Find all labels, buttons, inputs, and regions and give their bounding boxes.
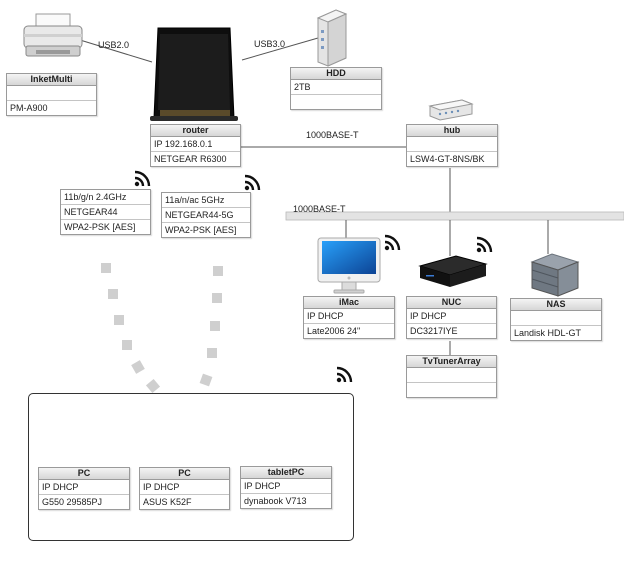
- pc2-card[interactable]: PC IP DHCP ASUS K52F: [139, 467, 230, 510]
- wifi-signal-icon-nuc: [476, 236, 493, 253]
- imac-card-model: Late2006 24": [307, 326, 361, 336]
- nuc-card-title: NUC: [407, 297, 496, 309]
- wifi-5ghz-ssid: NETGEAR44-5G: [162, 208, 250, 223]
- nuc-card-model: DC3217IYE: [410, 326, 458, 336]
- tvtuner-card-title: TvTunerArray: [407, 356, 496, 368]
- wifi-5ghz-card[interactable]: 11a/n/ac 5GHz NETGEAR44-5G WPA2-PSK [AES…: [161, 192, 251, 238]
- tvtuner-card-row-1: [407, 368, 496, 383]
- tvtuner-card-row-2: [407, 383, 496, 397]
- tvtuner-card[interactable]: TvTunerArray: [406, 355, 497, 398]
- pc2-card-ip: IP DHCP: [140, 480, 229, 495]
- router-hub-link-label: 1000BASE-T: [306, 130, 359, 140]
- hub-card-row-1: [407, 137, 497, 152]
- wifi-24ghz-standard: 11b/g/n 2.4GHz: [61, 190, 150, 205]
- wifi-5-dashed-link: [199, 266, 223, 387]
- bus-link-label: 1000BASE-T: [293, 204, 346, 214]
- hub-card-model: LSW4-GT-8NS/BK: [410, 154, 485, 164]
- router-icon: [150, 27, 238, 121]
- hdd-icon: [316, 9, 348, 67]
- pc1-card-model: G550 29585PJ: [42, 497, 103, 507]
- hub-card[interactable]: hub LSW4-GT-8NS/BK: [406, 124, 498, 167]
- printer-card-title: InketMulti: [7, 74, 96, 86]
- usb2-link-label: USB2.0: [98, 40, 130, 50]
- hdd-card-row-1: 2TB: [291, 80, 381, 95]
- router-card-model: NETGEAR R6300: [154, 154, 227, 164]
- wifi-5ghz-security: WPA2-PSK [AES]: [165, 225, 237, 235]
- pc1-card[interactable]: PC IP DHCP G550 29585PJ: [38, 467, 130, 510]
- tablet-card[interactable]: tabletPC IP DHCP dynabook V713: [240, 466, 332, 509]
- router-card-title: router: [151, 125, 240, 137]
- router-card[interactable]: router IP 192.168.0.1 NETGEAR R6300: [150, 124, 241, 167]
- nuc-icon: [418, 255, 488, 287]
- wifi-signal-icon-5ghz: [244, 174, 261, 191]
- printer-icon: [23, 13, 83, 57]
- printer-router-line: [79, 39, 153, 63]
- nuc-card-ip: IP DHCP: [407, 309, 496, 324]
- nas-card[interactable]: NAS Landisk HDL-GT: [510, 298, 602, 341]
- imac-card[interactable]: iMac IP DHCP Late2006 24": [303, 296, 395, 339]
- tablet-card-ip: IP DHCP: [241, 479, 331, 494]
- router-card-ip: IP 192.168.0.1: [151, 137, 240, 152]
- wifi-24ghz-ssid: NETGEAR44: [61, 205, 150, 220]
- printer-card-row-1: [7, 86, 96, 101]
- hdd-card[interactable]: HDD 2TB: [290, 67, 382, 110]
- nas-card-model: Landisk HDL-GT: [514, 328, 582, 338]
- tablet-card-title: tabletPC: [241, 467, 331, 479]
- wifi-signal-icon-imac: [384, 234, 401, 251]
- pc1-card-ip: IP DHCP: [39, 480, 129, 495]
- nuc-card[interactable]: NUC IP DHCP DC3217IYE: [406, 296, 497, 339]
- nas-card-row-1: [511, 311, 601, 326]
- printer-card[interactable]: InketMulti PM-A900: [6, 73, 97, 116]
- router-hdd-line: [241, 37, 319, 61]
- pc2-card-title: PC: [140, 468, 229, 480]
- hub-icon: [428, 99, 474, 121]
- imac-card-title: iMac: [304, 297, 394, 309]
- wifi-signal-icon-24ghz: [134, 170, 151, 187]
- wifi-24-dashed-link: [101, 263, 161, 394]
- imac-card-ip: IP DHCP: [304, 309, 394, 324]
- pc2-card-model: ASUS K52F: [143, 497, 192, 507]
- nas-card-title: NAS: [511, 299, 601, 311]
- usb3-link-label: USB3.0: [254, 39, 286, 49]
- hdd-card-title: HDD: [291, 68, 381, 80]
- tablet-card-model: dynabook V713: [244, 496, 307, 506]
- hdd-card-row-2: [291, 95, 381, 109]
- pc1-card-title: PC: [39, 468, 129, 480]
- wifi-24ghz-card[interactable]: 11b/g/n 2.4GHz NETGEAR44 WPA2-PSK [AES]: [60, 189, 151, 235]
- hub-card-title: hub: [407, 125, 497, 137]
- nas-icon: [530, 253, 580, 297]
- wifi-24ghz-security: WPA2-PSK [AES]: [64, 222, 136, 232]
- wifi-5ghz-standard: 11a/n/ac 5GHz: [162, 193, 250, 208]
- printer-card-row-2: PM-A900: [10, 103, 48, 113]
- imac-icon: [317, 237, 381, 294]
- wifi-signal-icon-clients: [336, 366, 353, 383]
- ethernet-bus-bar: [285, 211, 624, 221]
